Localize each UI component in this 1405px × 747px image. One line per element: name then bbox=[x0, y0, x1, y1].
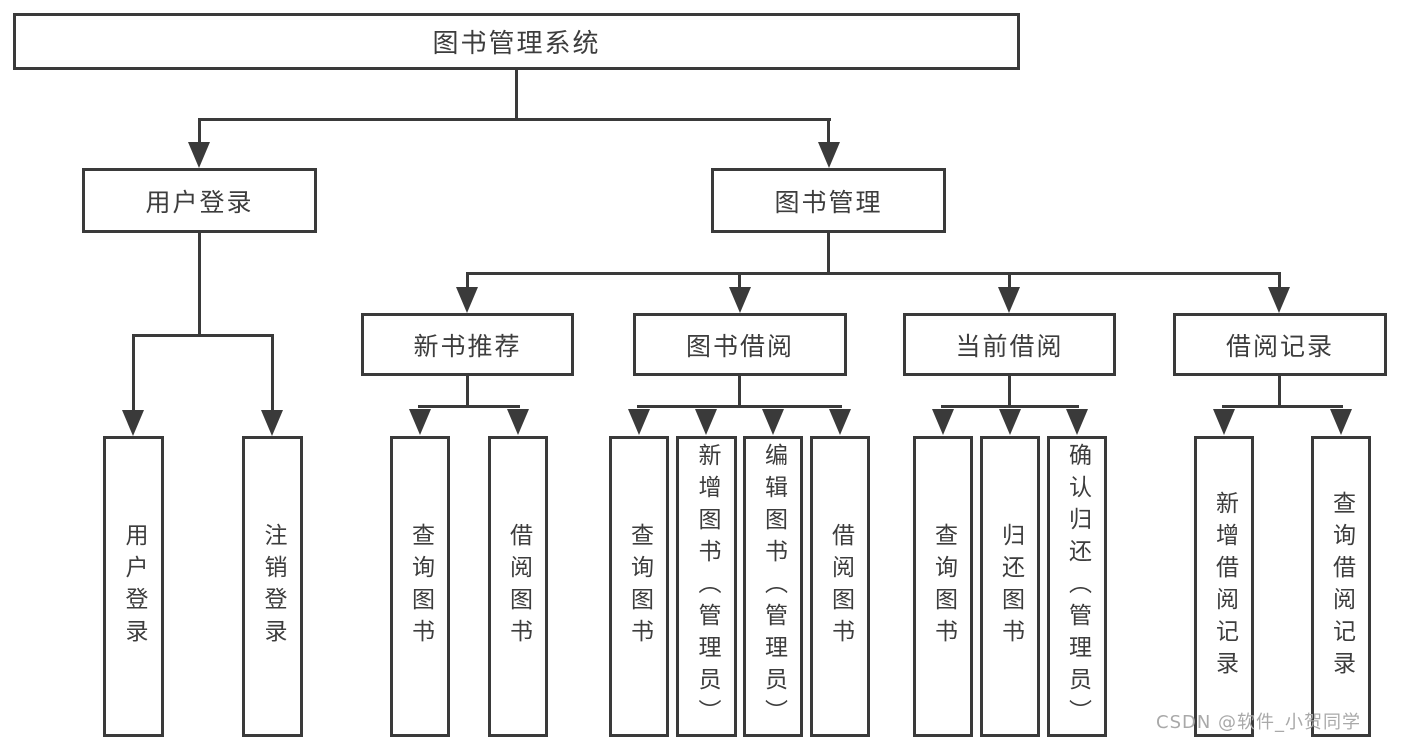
leaf-label: 归还图书 bbox=[997, 522, 1024, 651]
node-new-book-recommend: 新书推荐 bbox=[361, 313, 574, 376]
connector-vline bbox=[466, 376, 469, 407]
leaf-borrow-books-recommend: 借阅图书 bbox=[488, 436, 548, 737]
leaf-label: 新增图书（管理员） bbox=[694, 442, 720, 731]
connector-arrowhead bbox=[998, 287, 1020, 313]
leaf-return-books: 归还图书 bbox=[980, 436, 1040, 737]
connector-vline bbox=[1008, 272, 1011, 289]
connector-vline bbox=[827, 118, 830, 145]
leaf-add-books-admin: 新增图书（管理员） bbox=[676, 436, 737, 737]
connector-arrowhead bbox=[1066, 409, 1088, 435]
node-root-library-system: 图书管理系统 bbox=[13, 13, 1020, 70]
leaf-query-books-borrowing: 查询图书 bbox=[609, 436, 669, 737]
connector-arrowhead bbox=[456, 287, 478, 313]
node-user-login: 用户登录 bbox=[82, 168, 317, 233]
connector-arrowhead bbox=[818, 142, 840, 168]
node-borrowing-records: 借阅记录 bbox=[1173, 313, 1387, 376]
leaf-label: 编辑图书（管理员） bbox=[760, 442, 787, 731]
connector-hline bbox=[132, 334, 274, 337]
connector-arrowhead bbox=[188, 142, 210, 168]
leaf-query-borrow-record: 查询借阅记录 bbox=[1311, 436, 1371, 737]
connector-vline bbox=[132, 334, 135, 412]
leaf-label: 查询图书 bbox=[407, 522, 434, 651]
connector-vline bbox=[515, 70, 518, 120]
leaf-query-books-current: 查询图书 bbox=[913, 436, 973, 737]
connector-arrowhead bbox=[729, 287, 751, 313]
connector-hline bbox=[198, 118, 831, 121]
connector-vline bbox=[1278, 376, 1281, 407]
connector-vline bbox=[738, 272, 741, 289]
connector-vline bbox=[1008, 376, 1011, 407]
leaf-add-borrow-record: 新增借阅记录 bbox=[1194, 436, 1254, 737]
connector-arrowhead bbox=[122, 410, 144, 436]
connector-vline bbox=[1278, 272, 1281, 289]
connector-arrowhead bbox=[409, 409, 431, 435]
csdn-watermark: CSDN @软件_小贺同学 bbox=[1156, 712, 1362, 733]
connector-vline bbox=[198, 118, 201, 145]
connector-hline bbox=[418, 405, 520, 408]
leaf-label: 注销登录 bbox=[260, 522, 286, 651]
connector-arrowhead bbox=[999, 409, 1021, 435]
connector-arrowhead bbox=[762, 409, 784, 435]
connector-hline bbox=[466, 272, 1281, 275]
connector-arrowhead bbox=[1268, 287, 1290, 313]
node-book-management: 图书管理 bbox=[711, 168, 946, 233]
leaf-borrow-books: 借阅图书 bbox=[810, 436, 870, 737]
connector-vline bbox=[198, 233, 201, 336]
connector-arrowhead bbox=[932, 409, 954, 435]
node-book-borrowing: 图书借阅 bbox=[633, 313, 847, 376]
connector-arrowhead bbox=[695, 409, 717, 435]
leaf-label: 查询图书 bbox=[930, 522, 957, 651]
leaf-label: 查询图书 bbox=[626, 522, 653, 651]
connector-arrowhead bbox=[507, 409, 529, 435]
connector-vline bbox=[271, 334, 274, 412]
leaf-label: 借阅图书 bbox=[827, 522, 854, 651]
connector-hline bbox=[637, 405, 842, 408]
leaf-logout: 注销登录 bbox=[242, 436, 303, 737]
leaf-label: 用户登录 bbox=[121, 522, 147, 651]
connector-vline bbox=[827, 233, 830, 274]
leaf-query-books-recommend: 查询图书 bbox=[390, 436, 450, 737]
leaf-label: 借阅图书 bbox=[505, 522, 532, 651]
leaf-user-login: 用户登录 bbox=[103, 436, 164, 737]
leaf-label: 查询借阅记录 bbox=[1328, 490, 1355, 683]
node-current-borrowing: 当前借阅 bbox=[903, 313, 1116, 376]
leaf-edit-books-admin: 编辑图书（管理员） bbox=[743, 436, 803, 737]
connector-vline bbox=[738, 376, 741, 407]
connector-arrowhead bbox=[261, 410, 283, 436]
connector-vline bbox=[466, 272, 469, 289]
connector-arrowhead bbox=[829, 409, 851, 435]
connector-arrowhead bbox=[1213, 409, 1235, 435]
connector-arrowhead bbox=[1330, 409, 1352, 435]
leaf-confirm-return-admin: 确认归还（管理员） bbox=[1047, 436, 1107, 737]
connector-hline bbox=[1222, 405, 1343, 408]
connector-hline bbox=[941, 405, 1079, 408]
leaf-label: 确认归还（管理员） bbox=[1064, 442, 1091, 731]
connector-arrowhead bbox=[628, 409, 650, 435]
leaf-label: 新增借阅记录 bbox=[1211, 490, 1238, 683]
